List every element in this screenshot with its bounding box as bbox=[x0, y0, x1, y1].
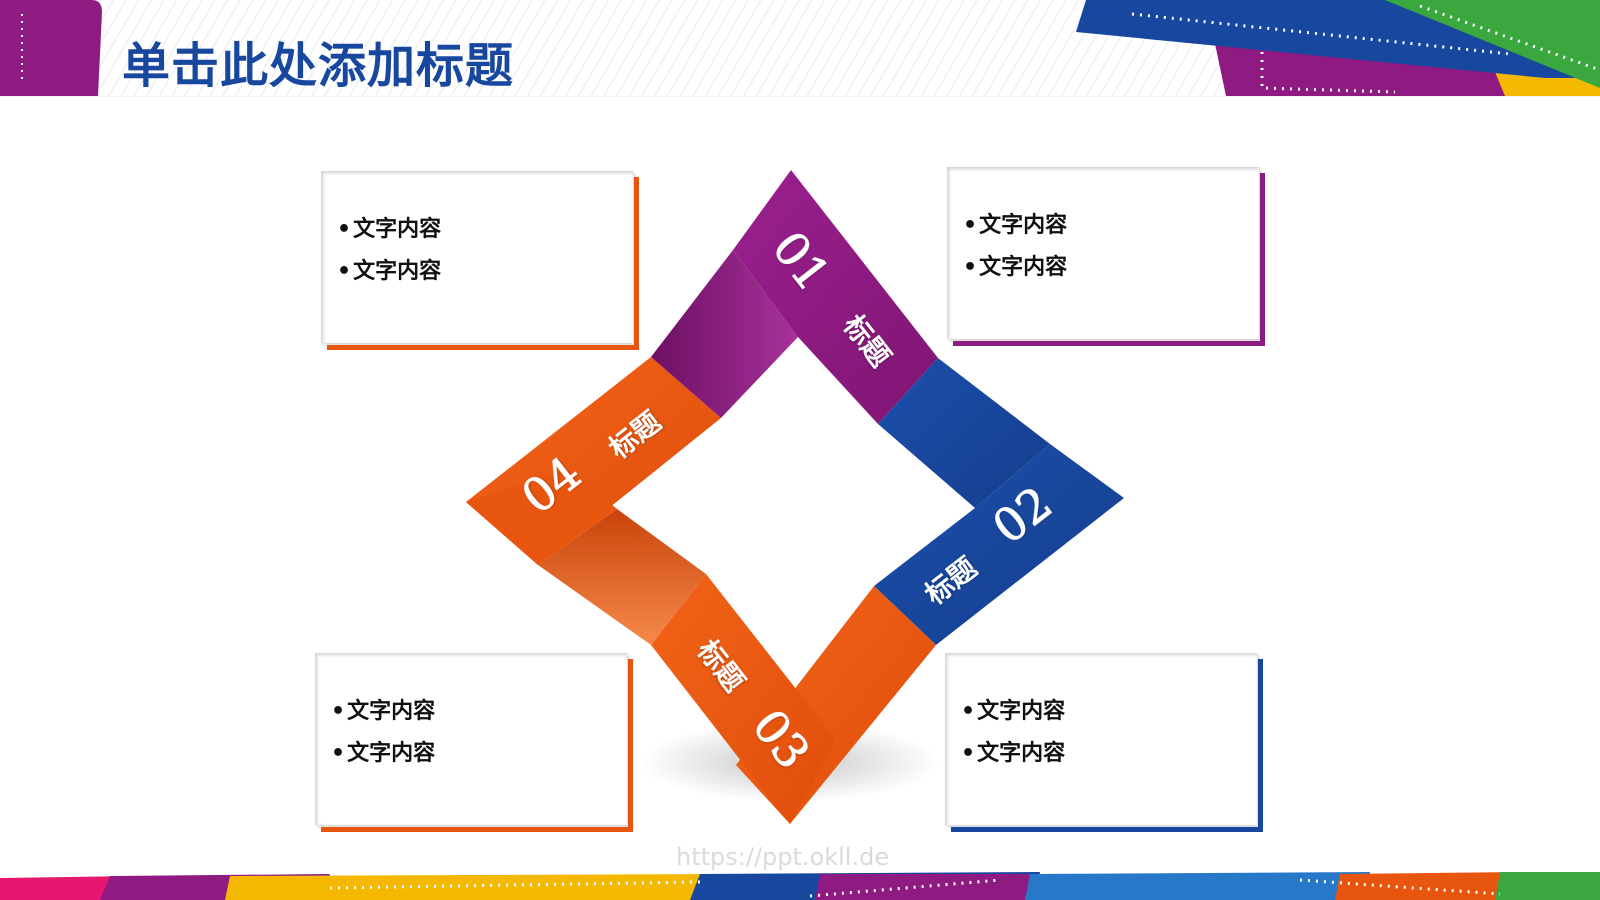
bottom-yellow bbox=[225, 874, 720, 900]
bottom-green bbox=[1495, 872, 1600, 900]
box-accent-bottom bbox=[321, 827, 633, 832]
segment-02-band bbox=[878, 358, 1050, 508]
segment-03-fold bbox=[538, 509, 706, 645]
text-box-top-right[interactable]: 文字内容 文字内容 bbox=[947, 167, 1265, 346]
segment-01-fold bbox=[651, 250, 798, 418]
box-accent-right bbox=[1258, 659, 1263, 831]
box-accent-right bbox=[628, 659, 633, 831]
bottom-dots bbox=[89, 864, 1501, 898]
segment-03-band bbox=[651, 574, 836, 824]
box-list: 文字内容 文字内容 bbox=[961, 691, 1065, 775]
page-title[interactable]: 单击此处添加标题 bbox=[122, 38, 515, 94]
box-list: 文字内容 文字内容 bbox=[331, 691, 435, 775]
text-box-bottom-left[interactable]: 文字内容 文字内容 bbox=[315, 653, 633, 832]
list-item: 文字内容 bbox=[963, 205, 1067, 247]
segment-04-tip bbox=[466, 470, 617, 565]
list-item: 文字内容 bbox=[337, 209, 441, 251]
box-accent-bottom bbox=[953, 341, 1265, 346]
box-accent-right bbox=[1260, 173, 1265, 345]
box-accent-right bbox=[634, 177, 639, 349]
segment-01-band bbox=[733, 170, 938, 424]
text-box-bottom-right[interactable]: 文字内容 文字内容 bbox=[945, 653, 1263, 832]
box-accent-bottom bbox=[951, 827, 1263, 832]
list-item: 文字内容 bbox=[331, 733, 435, 775]
text-box-top-left[interactable]: 文字内容 文字内容 bbox=[321, 171, 639, 350]
bottom-orange bbox=[1335, 872, 1520, 900]
list-item: 文字内容 bbox=[963, 247, 1067, 289]
watermark: https://ppt.okll.de bbox=[676, 843, 890, 871]
top-right-green-shape bbox=[1385, 0, 1600, 88]
top-left-purple-tab bbox=[0, 0, 102, 96]
segment-02-tip bbox=[874, 444, 1124, 645]
bottom-purple-2 bbox=[815, 874, 1050, 900]
list-item: 文字内容 bbox=[961, 691, 1065, 733]
list-item: 文字内容 bbox=[337, 251, 441, 293]
box-list: 文字内容 文字内容 bbox=[963, 205, 1067, 289]
bottom-blue-2 bbox=[1025, 872, 1370, 900]
list-item: 文字内容 bbox=[961, 733, 1065, 775]
list-item: 文字内容 bbox=[331, 691, 435, 733]
box-accent-bottom bbox=[327, 345, 639, 350]
box-list: 文字内容 文字内容 bbox=[337, 209, 441, 293]
